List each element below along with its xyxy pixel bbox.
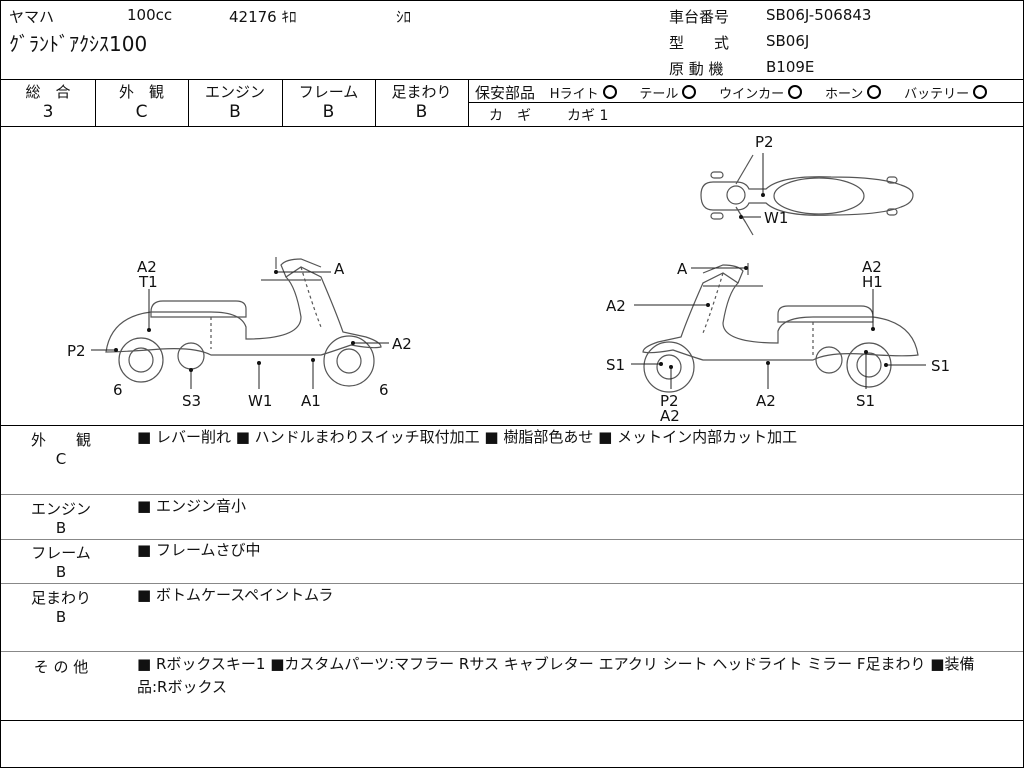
divider — [1, 494, 1023, 495]
diagram-label: A1 — [301, 392, 321, 410]
diagram-label: A2 — [660, 407, 680, 425]
diagram-label: A2 — [137, 258, 157, 276]
engine-grade-label: エンジン — [204, 83, 265, 101]
engine-model-value: B109E — [766, 58, 815, 76]
suspension-grade: B — [415, 102, 428, 122]
note-exterior-text: ■ レバー削れ ■ ハンドルまわりスイッチ取付加工 ■ 樹脂部色あせ ■ メット… — [137, 428, 798, 446]
diagram-label: P2 — [755, 133, 774, 151]
divider — [1, 651, 1023, 652]
scooter-top-view — [700, 154, 914, 236]
divider — [468, 79, 469, 126]
exterior-grade-label: 外 観 — [118, 83, 164, 101]
divider — [1, 425, 1023, 426]
note-frame-grade: B — [55, 563, 67, 581]
diagram-label: A2 — [606, 297, 626, 315]
diagram-label: A2 — [392, 335, 412, 353]
divider — [469, 102, 1023, 103]
headlight-label: Hライト — [549, 87, 599, 102]
diagram-label: P2 — [660, 392, 679, 410]
note-suspension-label: 足まわり — [30, 589, 91, 607]
diagram-label: W1 — [764, 209, 788, 227]
mileage: 42176 ｷﾛ — [229, 8, 297, 26]
diagram-label: 6 — [113, 381, 123, 399]
divider — [1, 583, 1023, 584]
note-exterior-grade: C — [55, 450, 67, 468]
diagram-label: H1 — [862, 273, 883, 291]
diagram-label: T1 — [138, 273, 158, 291]
note-other-text: ■ Rボックスキー1 ■カスタムパーツ:マフラー Rサス キャブレター エアクリ… — [137, 655, 975, 696]
safety-parts: 保安部品 Hライト テール ウインカー ホーン バッテリー — [475, 82, 988, 103]
divider — [375, 79, 376, 126]
frame-grade-label: フレーム — [298, 83, 359, 101]
divider — [1, 720, 1023, 721]
note-engine-text: ■ エンジン音小 — [137, 497, 246, 515]
diagram-label: S1 — [931, 357, 950, 375]
battery-ok-icon — [973, 85, 988, 99]
suspension-grade-label: 足まわり — [391, 83, 452, 101]
damage-diagram: P2 W1 A2 T1 A P2 A2 6 S3 W1 A1 6 A A2 H1… — [67, 133, 950, 425]
winker-label: ウインカー — [719, 87, 785, 102]
note-exterior-label: 外 観 — [30, 431, 91, 449]
exterior-grade: C — [135, 102, 148, 122]
divider — [1, 126, 1023, 127]
type-label: 型 式 — [669, 34, 730, 52]
body-color: ｼﾛ — [396, 8, 412, 26]
diagram-label: S1 — [606, 356, 625, 374]
safety-parts-label: 保安部品 — [475, 84, 536, 102]
chassis-label: 車台番号 — [669, 8, 730, 26]
diagram-label: S1 — [856, 392, 875, 410]
key-value: カギ 1 — [567, 108, 609, 124]
chassis-number: SB06J-506843 — [766, 6, 872, 24]
headlight-ok-icon — [602, 85, 617, 99]
engine-model-label: 原 動 機 — [669, 60, 724, 78]
note-frame-text: ■ フレームさび中 — [137, 541, 261, 559]
diagram-label: 6 — [379, 381, 389, 399]
horn-label: ホーン — [824, 87, 864, 102]
diagram-label: A — [677, 260, 688, 278]
total-grade: 3 — [42, 102, 54, 122]
diagram-label: W1 — [248, 392, 272, 410]
displacement: 100cc — [127, 6, 173, 24]
divider — [282, 79, 283, 126]
maker: ヤマハ — [9, 8, 55, 26]
key-label: カ ギ — [489, 108, 531, 124]
divider — [1, 539, 1023, 540]
diagram-label: P2 — [67, 342, 86, 360]
note-frame-label: フレーム — [31, 544, 91, 562]
total-grade-label: 総 合 — [25, 83, 71, 101]
note-engine-label: エンジン — [30, 500, 91, 518]
note-engine-grade: B — [55, 519, 67, 537]
note-other-label: そ の 他 — [33, 658, 89, 676]
diagram-label: A2 — [862, 258, 882, 276]
battery-label: バッテリー — [904, 87, 970, 102]
divider — [188, 79, 189, 126]
engine-grade: B — [229, 102, 241, 122]
diagram-label: A2 — [756, 392, 776, 410]
winker-ok-icon — [788, 85, 803, 99]
divider — [1, 79, 1023, 80]
note-suspension-grade: B — [55, 608, 67, 626]
type-value: SB06J — [766, 32, 810, 50]
frame-grade: B — [322, 102, 335, 122]
tail-ok-icon — [682, 85, 697, 99]
diagram-label: S3 — [182, 392, 201, 410]
divider — [95, 79, 96, 126]
note-suspension-text: ■ ボトムケースペイントムラ — [137, 586, 334, 604]
tail-label: テール — [639, 87, 679, 102]
diagram-label: A — [334, 260, 345, 278]
scooter-left-view — [105, 257, 382, 387]
model-name: ｸﾞﾗﾝﾄﾞｱｸｼｽ100 — [9, 32, 148, 56]
horn-ok-icon — [867, 85, 882, 99]
